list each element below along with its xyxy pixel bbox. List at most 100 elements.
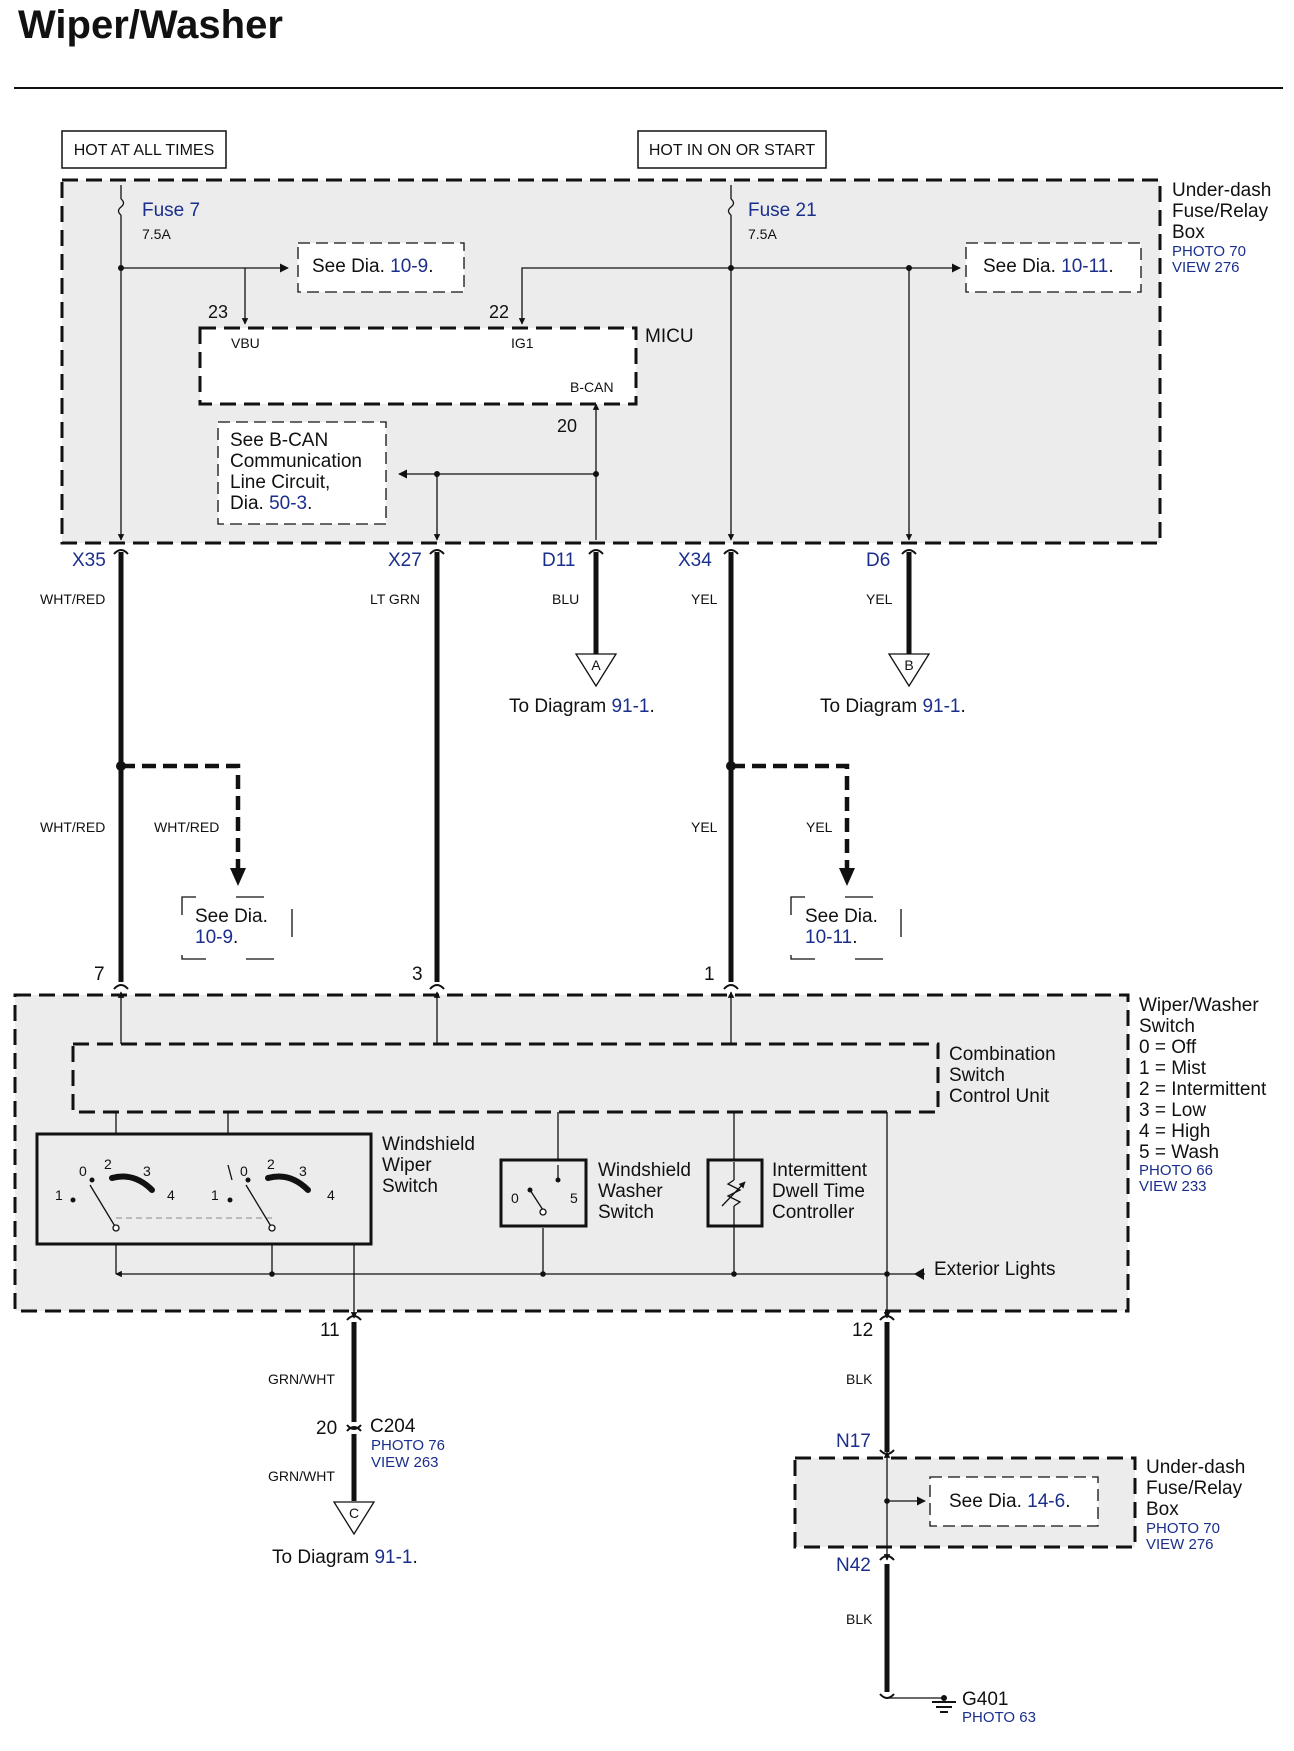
- svg-text:Under-dash: Under-dash: [1146, 1457, 1245, 1478]
- svg-text:1: 1: [704, 964, 715, 985]
- fuse-7: Fuse 7 7.5A: [117, 185, 200, 242]
- see-dia-10-11-mid[interactable]: See Dia. 10-11.: [790, 896, 902, 960]
- svg-text:X34: X34: [678, 550, 712, 571]
- see-dia-10-9-mid[interactable]: See Dia. 10-9.: [181, 896, 293, 960]
- svg-text:BLK: BLK: [846, 1611, 873, 1627]
- svg-text:12: 12: [852, 1320, 873, 1341]
- svg-text:Switch: Switch: [1139, 1016, 1195, 1037]
- svg-text:4 = High: 4 = High: [1139, 1121, 1210, 1142]
- splice-dots-top: [118, 265, 912, 477]
- svg-text:MICU: MICU: [645, 326, 694, 347]
- svg-text:IG1: IG1: [511, 335, 534, 351]
- switch-splice-dots: [269, 1271, 890, 1277]
- svg-text:To Diagram 91-1.: To Diagram 91-1.: [820, 696, 966, 717]
- ground-g401: G401 PHOTO 63: [879, 1689, 1036, 1726]
- wiper-washer-switch-label: Wiper/Washer Switch 0 = Off 1 = Mist 2 =…: [1139, 995, 1267, 1195]
- svg-text:YEL: YEL: [806, 819, 833, 835]
- svg-text:D6: D6: [866, 550, 890, 571]
- svg-text:Fuse/Relay: Fuse/Relay: [1172, 201, 1269, 222]
- c204-connector: 20 C204 PHOTO 76 VIEW 263: [316, 1416, 445, 1471]
- svg-text:B-CAN: B-CAN: [570, 379, 614, 395]
- see-dia-10-9-top[interactable]: See Dia. 10-9.: [297, 242, 465, 293]
- svg-text:WHT/RED: WHT/RED: [40, 591, 105, 607]
- svg-text:YEL: YEL: [691, 819, 718, 835]
- svg-text:0: 0: [511, 1190, 519, 1206]
- svg-text:Switch: Switch: [382, 1176, 438, 1197]
- combination-switch-control-unit: [71, 1042, 940, 1114]
- svg-text:X27: X27: [388, 550, 422, 571]
- svg-text:See Dia.: See Dia.: [805, 906, 878, 927]
- svg-text:1: 1: [211, 1187, 219, 1203]
- to-diagram-b[interactable]: B To Diagram 91-1.: [820, 653, 966, 717]
- svg-text:VIEW 263: VIEW 263: [371, 1454, 439, 1471]
- svg-text:3 = Low: 3 = Low: [1139, 1100, 1206, 1121]
- svg-text:0: 0: [79, 1163, 87, 1179]
- svg-text:Under-dash: Under-dash: [1172, 180, 1271, 201]
- svg-text:PHOTO 70: PHOTO 70: [1172, 243, 1246, 260]
- micu-unit: MICU VBU IG1 B-CAN 23 22 20: [198, 302, 694, 436]
- svg-text:4: 4: [167, 1187, 175, 1203]
- svg-text:1 = Mist: 1 = Mist: [1139, 1058, 1207, 1079]
- svg-text:7.5A: 7.5A: [142, 226, 171, 242]
- svg-text:Fuse 21: Fuse 21: [748, 200, 817, 221]
- svg-text:See Dia. 10-11.: See Dia. 10-11.: [983, 256, 1114, 277]
- svg-text:WHT/RED: WHT/RED: [154, 819, 219, 835]
- svg-text:YEL: YEL: [691, 591, 718, 607]
- svg-text:PHOTO 63: PHOTO 63: [962, 1709, 1036, 1726]
- svg-text:VBU: VBU: [231, 335, 260, 351]
- svg-text:N42: N42: [836, 1555, 871, 1576]
- svg-text:See Dia. 14-6.: See Dia. 14-6.: [949, 1491, 1070, 1512]
- svg-text:3: 3: [143, 1163, 151, 1179]
- svg-text:11: 11: [320, 1320, 340, 1341]
- svg-text:PHOTO 76: PHOTO 76: [371, 1437, 445, 1454]
- svg-text:7: 7: [94, 964, 105, 985]
- svg-text:0 = Off: 0 = Off: [1139, 1037, 1197, 1058]
- svg-text:Washer: Washer: [598, 1181, 663, 1202]
- svg-text:LT GRN: LT GRN: [370, 591, 420, 607]
- bcan-reference-note[interactable]: See B-CAN Communication Line Circuit, Di…: [217, 421, 387, 525]
- to-diagram-a[interactable]: A To Diagram 91-1.: [509, 653, 655, 717]
- hot-in-on-or-start-label: HOT IN ON OR START: [637, 130, 827, 169]
- svg-text:To Diagram 91-1.: To Diagram 91-1.: [272, 1547, 418, 1568]
- svg-text:Wiper: Wiper: [382, 1155, 432, 1176]
- svg-text:BLK: BLK: [846, 1371, 873, 1387]
- top-connector-terminals: [113, 549, 917, 555]
- top-connector-labels: X35 X27 D11 X34 D6: [72, 550, 890, 571]
- svg-text:GRN/WHT: GRN/WHT: [268, 1371, 335, 1387]
- svg-text:VIEW 276: VIEW 276: [1172, 259, 1240, 276]
- svg-text:20: 20: [316, 1418, 337, 1439]
- intermittent-dwell-time-controller: Intermittent Dwell Time Controller: [706, 1158, 868, 1228]
- svg-text:5 = Wash: 5 = Wash: [1139, 1142, 1219, 1163]
- svg-text:20: 20: [557, 416, 577, 436]
- svg-text:0: 0: [240, 1163, 248, 1179]
- svg-text:A: A: [591, 657, 601, 673]
- svg-text:Wiper/Washer: Wiper/Washer: [1139, 995, 1259, 1016]
- svg-text:Exterior Lights: Exterior Lights: [934, 1259, 1055, 1280]
- svg-text:GRN/WHT: GRN/WHT: [268, 1468, 335, 1484]
- fuse-box-bottom-label: Under-dash Fuse/Relay Box PHOTO 70 VIEW …: [1146, 1457, 1245, 1553]
- svg-text:C: C: [349, 1505, 359, 1521]
- svg-text:Dia. 50-3.: Dia. 50-3.: [230, 493, 312, 514]
- svg-text:N17: N17: [836, 1431, 871, 1452]
- windshield-washer-switch: 0 5 Windshield Washer Switch: [499, 1158, 691, 1228]
- branch-wires: [121, 763, 850, 870]
- svg-text:BLU: BLU: [552, 591, 579, 607]
- to-diagram-c[interactable]: C To Diagram 91-1.: [272, 1501, 418, 1568]
- hot-at-all-times-label: HOT AT ALL TIMES: [61, 130, 227, 169]
- svg-text:2: 2: [104, 1156, 112, 1172]
- svg-text:3: 3: [299, 1163, 307, 1179]
- fuse-21: Fuse 21 7.5A: [727, 185, 817, 242]
- see-dia-10-11-top[interactable]: See Dia. 10-11.: [965, 242, 1142, 293]
- svg-text:3: 3: [412, 964, 423, 985]
- svg-text:7.5A: 7.5A: [748, 226, 777, 242]
- see-dia-14-6[interactable]: See Dia. 14-6.: [929, 1476, 1099, 1527]
- exterior-lights-label: Exterior Lights: [914, 1259, 1055, 1280]
- windshield-wiper-switch: 0 1 2 3 4 0 1 2 3 4 Windshield Wiper Swi…: [35, 1132, 475, 1246]
- svg-text:Windshield: Windshield: [382, 1134, 475, 1155]
- svg-text:Switch: Switch: [598, 1202, 654, 1223]
- wire-color-labels: WHT/RED LT GRN BLU YEL YEL WHT/RED WHT/R…: [40, 591, 893, 1627]
- svg-text:23: 23: [208, 302, 228, 322]
- svg-text:G401: G401: [962, 1689, 1008, 1710]
- svg-text:See Dia.: See Dia.: [195, 906, 268, 927]
- fuse-box-top-label: Under-dash Fuse/Relay Box PHOTO 70 VIEW …: [1172, 180, 1271, 276]
